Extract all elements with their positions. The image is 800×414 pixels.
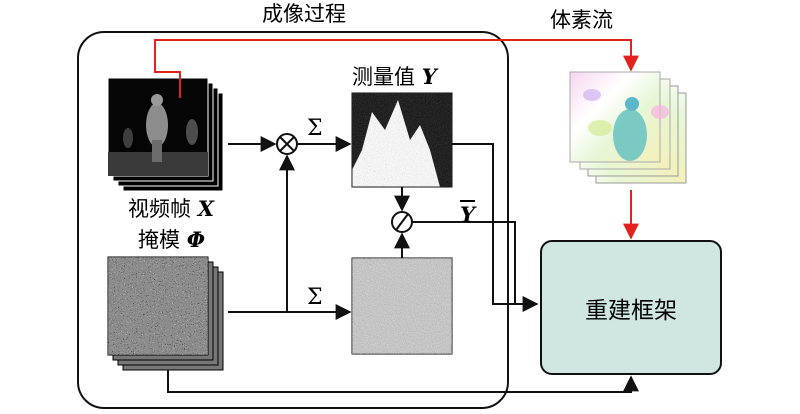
stacked-flow-map-icon <box>569 71 687 184</box>
divide-operator <box>391 211 413 233</box>
stacked-video-frames-icon <box>107 77 224 192</box>
mask-var: Φ <box>186 227 205 252</box>
measurement-label: 测量值 Y <box>352 66 437 88</box>
video-frames-text: 视频帧 <box>128 197 191 221</box>
video-frames-var: X <box>197 196 214 221</box>
stacked-noise-masks-icon <box>107 256 224 371</box>
multiply-operator <box>276 133 298 155</box>
arrow-mask-to-recon <box>167 370 639 393</box>
voxel-flow-label: 体素流 <box>550 8 613 32</box>
mask-text: 掩模 <box>138 228 180 252</box>
measurement-text: 测量值 <box>352 65 415 89</box>
video-frames-label: 视频帧 X <box>128 198 214 220</box>
y-bar-label: Y <box>460 202 475 227</box>
reconstruction-framework-label: 重建框架 <box>585 297 677 324</box>
sum-symbol-bottom: Σ <box>307 285 323 310</box>
mask-label: 掩模 Φ <box>138 229 205 251</box>
sum-symbol-top: Σ <box>307 116 323 141</box>
measurement-image-icon <box>351 92 453 188</box>
arrow-ybar-to-recon <box>412 221 516 304</box>
noise-image-icon <box>351 257 453 355</box>
red-arrow-frames-to-flow <box>154 39 639 98</box>
reconstruction-framework-box: 重建框架 <box>540 240 722 375</box>
imaging-process-label: 成像过程 <box>262 2 346 26</box>
imaging-process-box <box>77 31 509 409</box>
measurement-var: Y <box>421 64 437 89</box>
